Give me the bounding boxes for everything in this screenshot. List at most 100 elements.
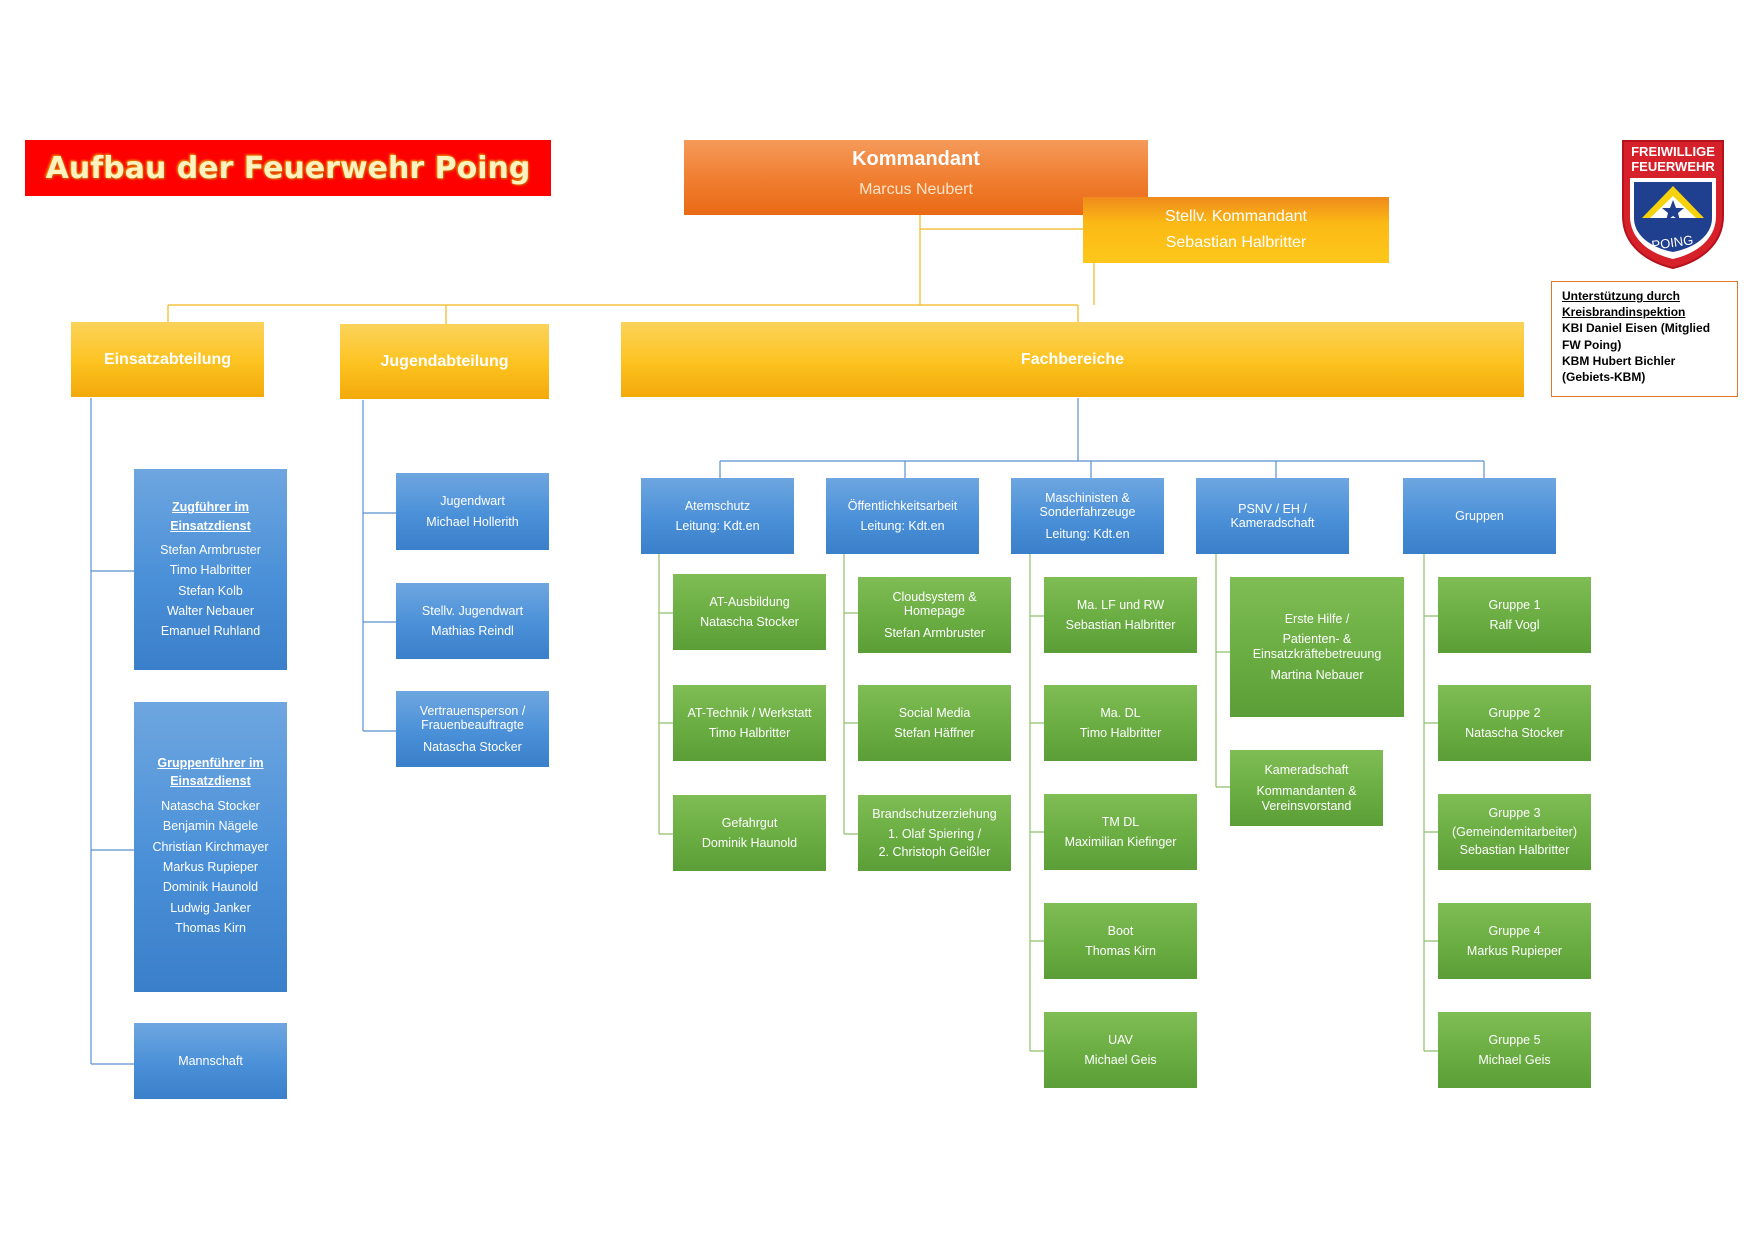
brandschutzerziehung-role: Brandschutzerziehung <box>872 806 997 821</box>
logo-text-line1: FREIWILLIGE <box>1631 144 1715 159</box>
zugfuehrer-member: Stefan Kolb <box>178 583 243 598</box>
at-ausbildung-role: AT-Ausbildung <box>709 594 790 609</box>
gruppe-2-box: Gruppe 2 Natascha Stocker <box>1438 685 1591 761</box>
jugendabteilung-label: Jugendabteilung <box>380 352 509 370</box>
logo-text-line2: FEUERWEHR <box>1631 159 1715 174</box>
gruppenfuehrer-member: Benjamin Nägele <box>162 819 259 834</box>
gruppe-3-name: Sebastian Halbritter <box>1459 843 1570 858</box>
uav-box: UAV Michael Geis <box>1044 1012 1197 1088</box>
erste-hilfe-name: Martina Nebauer <box>1270 667 1364 682</box>
gefahrgut-name: Dominik Haunold <box>701 836 798 850</box>
at-ausbildung-box: AT-Ausbildung Natascha Stocker <box>673 574 826 650</box>
atemschutz-title: Atemschutz <box>684 498 751 513</box>
ma-lf-rw-role: Ma. LF und RW <box>1076 597 1165 612</box>
tm-dl-box: TM DL Maximilian Kiefinger <box>1044 794 1197 870</box>
social-media-box: Social Media Stefan Häffner <box>858 685 1011 761</box>
stellv-jugendwart-role: Stellv. Jugendwart <box>421 603 524 618</box>
oeffentlichkeitsarbeit-title: Öffentlichkeitsarbeit <box>847 498 958 513</box>
at-technik-role: AT-Technik / Werkstatt <box>687 705 812 720</box>
kommandant-box: Kommandant Marcus Neubert <box>684 140 1148 215</box>
gruppe-5-name: Michael Geis <box>1478 1053 1551 1067</box>
ma-lf-rw-name: Sebastian Halbritter <box>1065 618 1176 632</box>
support-info-box: Unterstützung durch Kreisbrandinspektion… <box>1551 281 1738 397</box>
support-heading-2: Kreisbrandinspektion <box>1562 305 1686 320</box>
ma-dl-box: Ma. DL Timo Halbritter <box>1044 685 1197 761</box>
psnv-title-1: PSNV / EH / <box>1238 501 1307 516</box>
maschinisten-title-1: Maschinisten & <box>1045 490 1130 505</box>
gruppe-3-sub: (Gemeindemitarbeiter) <box>1451 824 1578 839</box>
mannschaft-box: Mannschaft <box>134 1023 287 1099</box>
psnv-box: PSNV / EH / Kameradschaft <box>1196 478 1349 554</box>
kameradschaft-name-2: Vereinsvorstand <box>1261 798 1352 813</box>
social-media-name: Stefan Häffner <box>894 726 975 740</box>
ma-dl-role: Ma. DL <box>1100 705 1141 720</box>
gruppe-5-role: Gruppe 5 <box>1488 1032 1541 1047</box>
jugendwart-name: Michael Hollerith <box>426 514 519 529</box>
brandschutzerziehung-box: Brandschutzerziehung 1. Olaf Spiering / … <box>858 795 1011 871</box>
zugfuehrer-heading-1: Zugführer im <box>171 500 250 515</box>
stellv-kommandant-role: Stellv. Kommandant <box>1165 208 1307 225</box>
tm-dl-name: Maximilian Kiefinger <box>1064 835 1177 849</box>
boot-box: Boot Thomas Kirn <box>1044 903 1197 979</box>
erste-hilfe-box: Erste Hilfe / Patienten- & Einsatzkräfte… <box>1230 577 1404 717</box>
gruppe-1-box: Gruppe 1 Ralf Vogl <box>1438 577 1591 653</box>
gruppe-4-role: Gruppe 4 <box>1488 923 1541 938</box>
boot-role: Boot <box>1107 923 1134 938</box>
stellv-kommandant-box: Stellv. Kommandant Sebastian Halbritter <box>1083 197 1389 263</box>
fire-department-crest-logo: FREIWILLIGE FEUERWEHR POING <box>1622 140 1724 270</box>
zugfuehrer-heading-2: Einsatzdienst <box>170 518 251 533</box>
erste-hilfe-role-2: Patienten- & <box>1282 632 1352 647</box>
vertrauensperson-role-1: Vertrauensperson / <box>419 703 526 718</box>
maschinisten-lead: Leitung: Kdt.en <box>1045 526 1130 541</box>
kameradschaft-name-1: Kommandanten & <box>1256 784 1357 799</box>
gruppenfuehrer-member: Thomas Kirn <box>175 921 246 935</box>
gruppe-2-name: Natascha Stocker <box>1465 726 1564 740</box>
jugendwart-box: Jugendwart Michael Hollerith <box>396 473 549 550</box>
cloudsystem-role-1: Cloudsystem & <box>892 589 977 604</box>
vertrauensperson-name: Natascha Stocker <box>423 739 522 754</box>
social-media-role: Social Media <box>898 705 971 720</box>
kameradschaft-box: Kameradschaft Kommandanten & Vereinsvors… <box>1230 750 1383 826</box>
stellv-jugendwart-box: Stellv. Jugendwart Mathias Reindl <box>396 583 549 659</box>
brandschutzerziehung-name-1: 1. Olaf Spiering / <box>887 827 982 842</box>
gruppe-3-role: Gruppe 3 <box>1488 806 1541 821</box>
kameradschaft-role: Kameradschaft <box>1264 762 1349 777</box>
gruppen-title: Gruppen <box>1455 508 1504 523</box>
zugfuehrer-member: Stefan Armbruster <box>160 542 261 557</box>
at-technik-box: AT-Technik / Werkstatt Timo Halbritter <box>673 685 826 761</box>
gruppenfuehrer-member: Christian Kirchmayer <box>152 839 269 854</box>
vertrauensperson-role-2: Frauenbeauftragte <box>421 718 524 733</box>
gruppe-4-name: Markus Rupieper <box>1466 944 1563 958</box>
gruppenfuehrer-member: Markus Rupieper <box>162 859 259 874</box>
zugfuehrer-member: Timo Halbritter <box>169 563 252 578</box>
erste-hilfe-role-1: Erste Hilfe / <box>1284 611 1350 626</box>
ma-dl-name: Timo Halbritter <box>1079 726 1162 740</box>
page-title-banner: Aufbau der Feuerwehr Poing <box>25 140 551 196</box>
support-line-3: KBM Hubert Bichler <box>1562 353 1676 368</box>
uav-role: UAV <box>1108 1032 1133 1047</box>
maschinisten-box: Maschinisten & Sonderfahrzeuge Leitung: … <box>1011 478 1164 554</box>
vertrauensperson-box: Vertrauensperson / Frauenbeauftragte Nat… <box>396 691 549 767</box>
gruppenfuehrer-member: Dominik Haunold <box>162 880 259 895</box>
gruppe-3-box: Gruppe 3 (Gemeindemitarbeiter) Sebastian… <box>1438 794 1591 870</box>
gruppen-box: Gruppen <box>1403 478 1556 554</box>
jugendabteilung-header: Jugendabteilung <box>340 324 549 399</box>
kommandant-role: Kommandant <box>852 148 980 170</box>
gefahrgut-role: Gefahrgut <box>721 815 778 830</box>
cloudsystem-name: Stefan Armbruster <box>884 625 985 640</box>
zugfuehrer-member: Walter Nebauer <box>166 604 255 619</box>
support-line-4: (Gebiets-KBM) <box>1562 369 1646 384</box>
atemschutz-lead: Leitung: Kdt.en <box>675 519 760 533</box>
gruppenfuehrer-member: Natascha Stocker <box>161 798 260 813</box>
jugendwart-role: Jugendwart <box>440 494 505 509</box>
mannschaft-label: Mannschaft <box>178 1053 243 1068</box>
oeffentlichkeitsarbeit-lead: Leitung: Kdt.en <box>860 519 945 533</box>
gruppenfuehrer-heading-2: Einsatzdienst <box>170 774 251 789</box>
uav-name: Michael Geis <box>1084 1053 1157 1067</box>
gruppenfuehrer-heading-1: Gruppenführer im <box>157 756 264 770</box>
brandschutzerziehung-name-2: 2. Christoph Geißler <box>878 844 991 859</box>
atemschutz-box: Atemschutz Leitung: Kdt.en <box>641 478 794 554</box>
zugfuehrer-box: Zugführer im Einsatzdienst Stefan Armbru… <box>134 469 287 670</box>
erste-hilfe-role-3: Einsatzkräftebetreuung <box>1252 646 1382 661</box>
